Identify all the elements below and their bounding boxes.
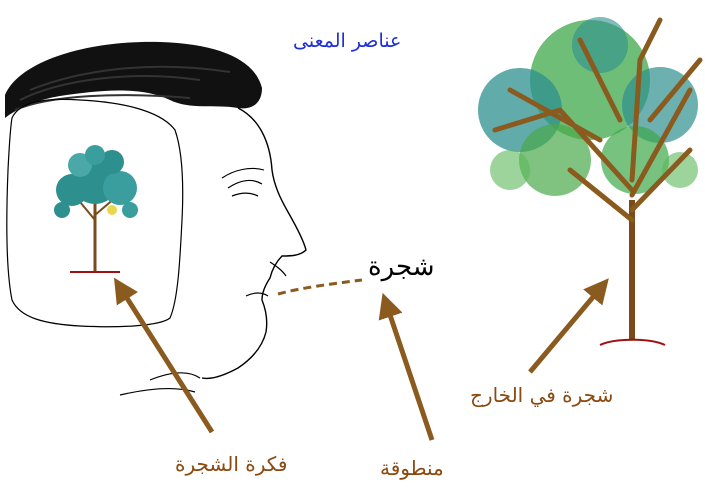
arrow-to-spoken	[385, 300, 432, 440]
speech-dash-line	[278, 280, 362, 294]
thought-tree-icon	[54, 145, 138, 272]
arrow-to-outside	[530, 284, 604, 372]
outside-label: شجرة في الخارج	[470, 383, 613, 407]
real-tree-icon	[478, 17, 700, 345]
spoken-word: شجرة	[368, 252, 435, 282]
idea-label: فكرة الشجرة	[175, 452, 287, 476]
diagram-title: عناصر المعنى	[293, 30, 401, 52]
spoken-label: منطوقة	[380, 456, 444, 480]
arrow-to-idea	[118, 284, 212, 432]
